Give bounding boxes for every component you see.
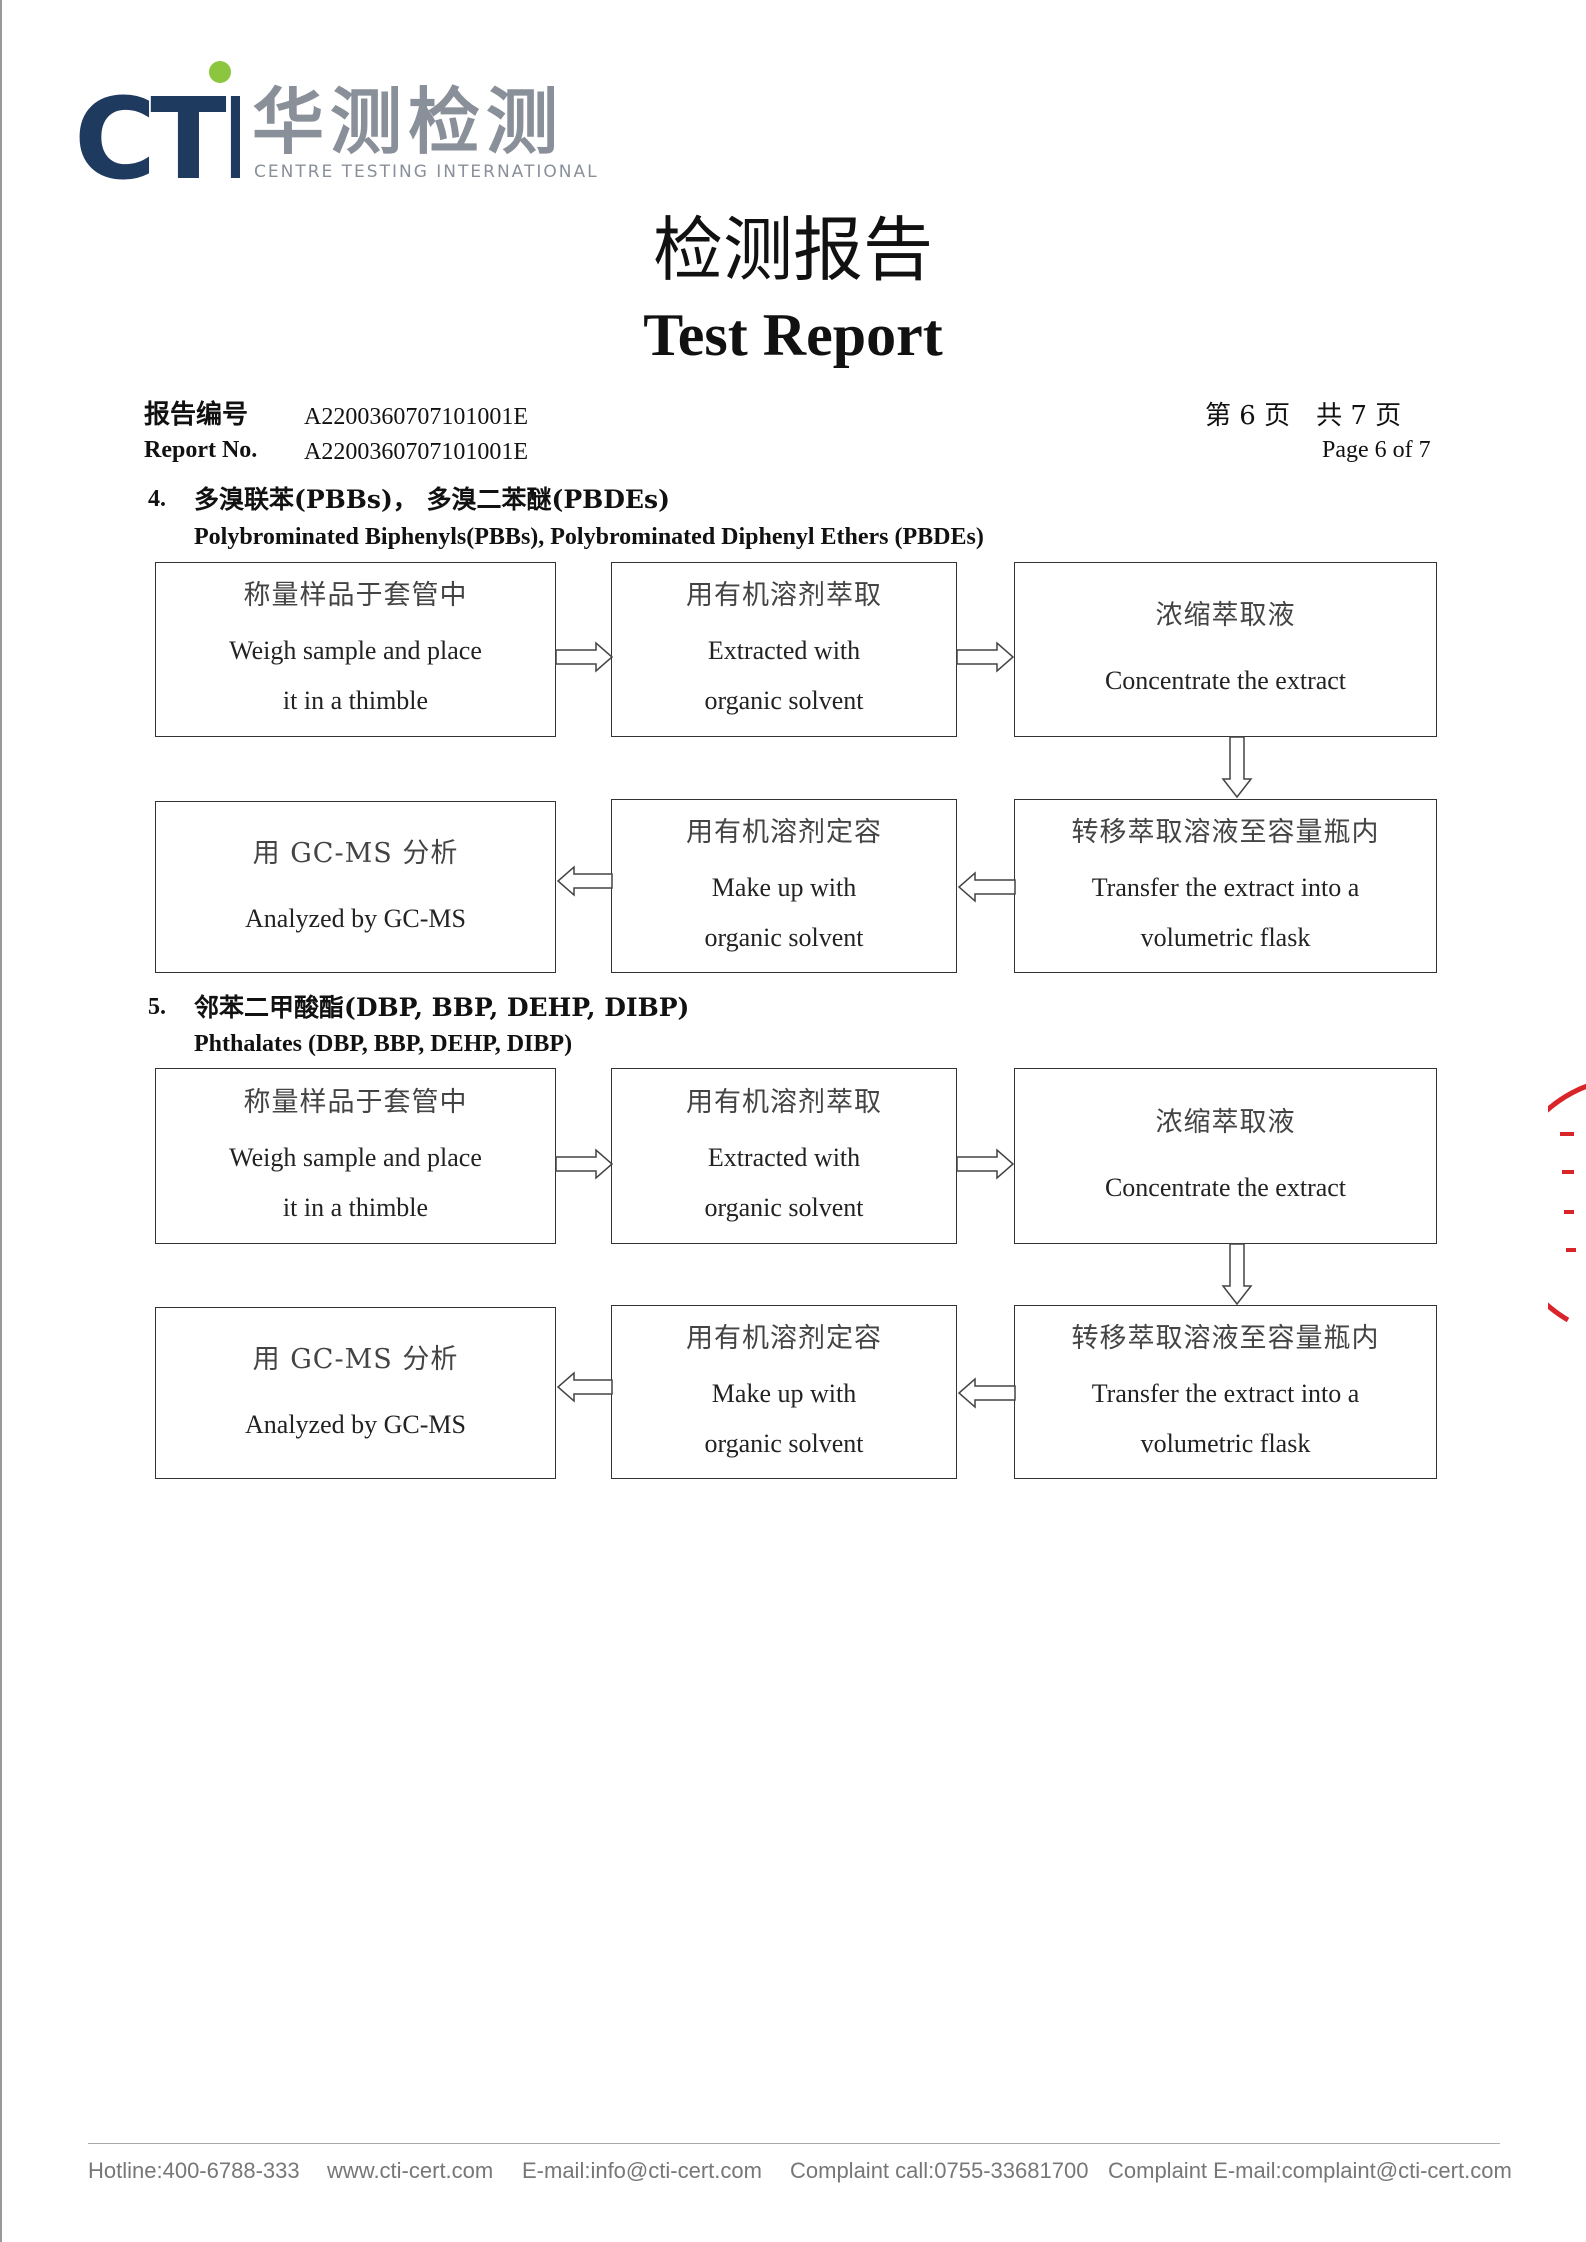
s5-step-weigh-en-2: it in a thimble xyxy=(282,1192,429,1222)
s4-step-makeup: 用有机溶剂定容 Make up with organic solvent xyxy=(611,799,957,973)
s5-arrow-left-2 xyxy=(556,1371,613,1403)
section-5-number: 5. xyxy=(148,994,166,1020)
s5-step-weigh: 称量样品于套管中 Weigh sample and place it in a … xyxy=(155,1068,556,1244)
s4-arrow-down xyxy=(1221,736,1253,799)
s4-step-concentrate-cn: 浓缩萃取液 xyxy=(1155,600,1296,631)
s5-step-makeup-en-1: Make up with xyxy=(711,1378,857,1408)
s4-step-extract-en-2: organic solvent xyxy=(704,686,864,715)
s4-step-analyze-en-1: Analyzed by GC-MS xyxy=(245,903,466,933)
footer-email[interactable]: E-mail:info@cti-cert.com xyxy=(522,2158,762,2183)
s5-step-concentrate-en-1: Concentrate the extract xyxy=(1104,1172,1347,1202)
s5-step-weigh-cn: 称量样品于套管中 xyxy=(243,1086,468,1118)
s4-step-weigh: 称量样品于套管中 Weigh sample and place it in a … xyxy=(155,562,556,737)
s4-step-weigh-cn: 称量样品于套管中 xyxy=(243,580,468,611)
section-5-title-cn: 邻苯二甲酸酯(DBP, BBP, DEHP, DIBP) xyxy=(194,993,690,1022)
page-number-en: Page 6 of 7 xyxy=(1322,437,1431,463)
s5-step-transfer-en-1: Transfer the extract into a xyxy=(1091,1378,1360,1408)
s5-step-analyze: 用 GC-MS 分析 Analyzed by GC-MS xyxy=(155,1307,556,1479)
s4-step-concentrate-en-1: Concentrate the extract xyxy=(1104,666,1347,695)
s5-step-analyze-cn: 用 GC-MS 分析 xyxy=(252,1343,459,1375)
s5-step-transfer-cn: 转移萃取溶液至容量瓶内 xyxy=(1071,1322,1380,1354)
company-seal-stamp xyxy=(1548,1083,1586,1323)
logo-en-text: CENTRE TESTING INTERNATIONAL xyxy=(254,162,599,182)
s5-step-extract-cn: 用有机溶剂萃取 xyxy=(686,1086,882,1118)
s5-step-concentrate: 浓缩萃取液 Concentrate the extract xyxy=(1014,1068,1437,1244)
s4-step-extract-en-1: Extracted with xyxy=(707,636,861,665)
section-4-title-cn: 多溴联苯(PBBs)， 多溴二苯醚(PBDEs) xyxy=(194,485,670,514)
s5-step-extract-en-2: organic solvent xyxy=(704,1192,864,1222)
s4-step-makeup-cn: 用有机溶剂定容 xyxy=(686,816,882,848)
s4-arrow-left-2 xyxy=(556,865,613,897)
s5-step-makeup: 用有机溶剂定容 Make up with organic solvent xyxy=(611,1305,957,1479)
s4-step-weigh-en-1: Weigh sample and place xyxy=(229,636,482,665)
s4-step-transfer-en-2: volumetric flask xyxy=(1140,922,1311,952)
s4-step-transfer-cn: 转移萃取溶液至容量瓶内 xyxy=(1071,816,1380,848)
s4-step-extract: 用有机溶剂萃取 Extracted with organic solvent xyxy=(611,562,957,737)
s5-arrow-left-1 xyxy=(957,1377,1016,1409)
s4-step-makeup-en-2: organic solvent xyxy=(704,922,864,952)
section-5-title-en: Phthalates (DBP, BBP, DEHP, DIBP) xyxy=(194,1031,573,1057)
s4-step-extract-cn: 用有机溶剂萃取 xyxy=(686,580,882,611)
s5-step-weigh-en-1: Weigh sample and place xyxy=(229,1142,482,1172)
footer-divider xyxy=(88,2143,1500,2144)
s5-arrow-down xyxy=(1221,1243,1253,1306)
footer-complaint-email[interactable]: Complaint E-mail:complaint@cti-cert.com xyxy=(1108,2158,1512,2183)
report-no-value-1: A2200360707101001E xyxy=(304,404,528,430)
report-no-value-2: A2200360707101001E xyxy=(304,439,528,465)
s4-step-transfer-en-1: Transfer the extract into a xyxy=(1091,872,1360,902)
footer-hotline: Hotline:400-6788-333 xyxy=(88,2158,300,2183)
s4-step-makeup-en-1: Make up with xyxy=(711,872,857,902)
s4-step-weigh-en-2: it in a thimble xyxy=(282,686,429,715)
s5-arrow-right-2 xyxy=(956,1148,1015,1180)
s5-arrow-right-1 xyxy=(555,1148,614,1180)
s5-step-makeup-en-2: organic solvent xyxy=(704,1428,864,1458)
s5-step-transfer-en-2: volumetric flask xyxy=(1140,1428,1311,1458)
page-title-cn: 检测报告 xyxy=(653,209,933,291)
s5-step-concentrate-cn: 浓缩萃取液 xyxy=(1155,1106,1296,1138)
footer-complaint-call: Complaint call:0755-33681700 xyxy=(790,2158,1089,2183)
cti-logo: CTI xyxy=(74,61,240,190)
report-no-label-cn: 报告编号 xyxy=(144,400,249,430)
footer-website[interactable]: www.cti-cert.com xyxy=(327,2158,494,2183)
s4-arrow-left-1 xyxy=(957,871,1016,903)
section-4-title-en: Polybrominated Biphenyls(PBBs), Polybrom… xyxy=(194,524,984,550)
s5-step-extract: 用有机溶剂萃取 Extracted with organic solvent xyxy=(611,1068,957,1244)
s5-step-analyze-en-1: Analyzed by GC-MS xyxy=(245,1409,466,1439)
section-4-number: 4. xyxy=(148,486,166,512)
page-number-cn: 第 6 页 共 7 页 xyxy=(1205,401,1402,431)
s5-step-extract-en-1: Extracted with xyxy=(707,1142,861,1172)
s5-step-makeup-cn: 用有机溶剂定容 xyxy=(686,1322,882,1354)
page-title-en: Test Report xyxy=(643,302,943,368)
page-left-border xyxy=(0,0,2,2242)
s5-step-transfer: 转移萃取溶液至容量瓶内 Transfer the extract into a … xyxy=(1014,1305,1437,1479)
s4-step-transfer: 转移萃取溶液至容量瓶内 Transfer the extract into a … xyxy=(1014,799,1437,973)
s4-arrow-right-2 xyxy=(956,641,1015,673)
svg-text:CTI: CTI xyxy=(74,75,240,190)
s4-step-analyze: 用 GC-MS 分析 Analyzed by GC-MS xyxy=(155,801,556,973)
report-no-label-en: Report No. xyxy=(144,437,258,463)
s4-step-analyze-cn: 用 GC-MS 分析 xyxy=(252,837,459,869)
s4-arrow-right-1 xyxy=(555,641,614,673)
logo-cn-text: 华测检测 xyxy=(252,80,565,164)
s4-step-concentrate: 浓缩萃取液 Concentrate the extract xyxy=(1014,562,1437,737)
